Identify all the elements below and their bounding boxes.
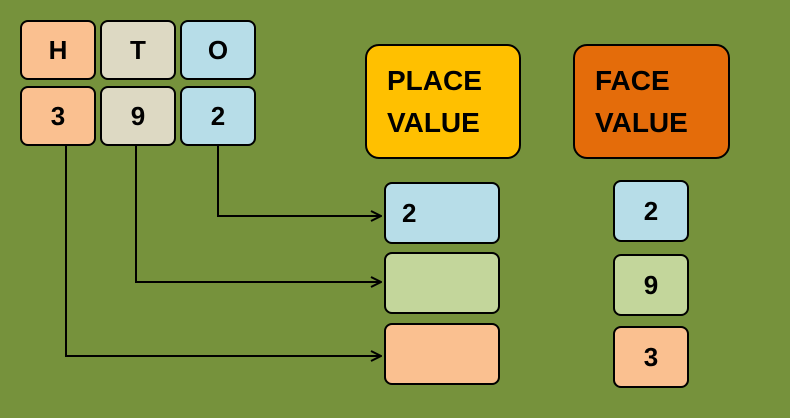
hundreds-header: H <box>20 20 96 80</box>
arrow-ones-to-place <box>217 145 381 216</box>
hundreds-digit: 3 <box>20 86 96 146</box>
face-value-heading: FACE VALUE <box>573 44 730 159</box>
face-value-tens-box: 9 <box>613 254 689 316</box>
arrow-hundreds-to-place <box>65 145 381 356</box>
place-value-heading-line1: PLACE <box>387 65 482 96</box>
place-value-ones-box: 2 <box>384 182 500 244</box>
face-value-ones-box: 2 <box>613 180 689 242</box>
ones-digit: 2 <box>180 86 256 146</box>
face-value-heading-line2: VALUE <box>595 107 688 138</box>
arrow-tens-to-place <box>135 145 381 282</box>
place-value-hundreds-box <box>384 323 500 385</box>
ones-header: O <box>180 20 256 80</box>
place-value-tens-box <box>384 252 500 314</box>
place-value-heading-line2: VALUE <box>387 107 480 138</box>
face-value-hundreds-box: 3 <box>613 326 689 388</box>
face-value-heading-line1: FACE <box>595 65 670 96</box>
tens-header: T <box>100 20 176 80</box>
tens-digit: 9 <box>100 86 176 146</box>
place-value-heading: PLACE VALUE <box>365 44 521 159</box>
